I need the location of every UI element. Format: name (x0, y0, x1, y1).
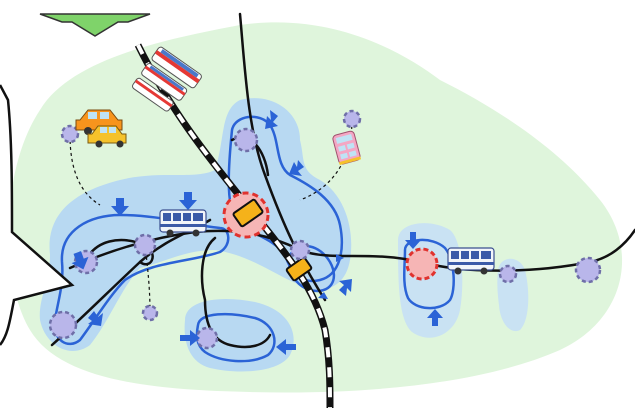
inflow-arrow (336, 254, 344, 262)
callout-bubble (0, 84, 75, 346)
inflow-arrow (427, 309, 443, 326)
bus-stop (133, 233, 157, 257)
bus-icon (447, 247, 495, 275)
inflow-arrow (111, 198, 129, 216)
inflow-arrow (289, 160, 304, 176)
bus-stop (498, 264, 518, 284)
south-zone (184, 299, 294, 372)
down-arrow-icon (39, 13, 151, 37)
east-zone-outline (403, 238, 455, 310)
bus-stop (141, 304, 159, 322)
minibus-icon (332, 130, 362, 165)
bus-stop (574, 256, 602, 284)
inflow-arrow (265, 110, 278, 129)
route-south-loop (200, 236, 272, 349)
bus-stop (289, 239, 311, 261)
feeder-west (69, 134, 101, 206)
bus-stop (48, 310, 78, 340)
hub-marker-east (405, 247, 439, 281)
inflow-arrow (88, 311, 103, 326)
railway (134, 43, 334, 408)
inflow-arrow (71, 251, 89, 270)
station-south (285, 256, 313, 282)
car-icon (75, 109, 127, 148)
bus-icon (159, 209, 207, 237)
station-central (232, 198, 264, 228)
bus-stop (342, 109, 362, 129)
inflow-arrow (318, 292, 328, 299)
inflow-arrow (339, 279, 352, 296)
bus-stop (60, 124, 80, 144)
inflow-arrows (71, 110, 443, 355)
inflow-arrow (179, 192, 197, 210)
bus-stop (233, 127, 259, 153)
inflow-arrow (180, 330, 200, 346)
inflow-arrow (405, 232, 421, 249)
inflow-arrow (276, 339, 296, 355)
train-icon (131, 46, 202, 112)
